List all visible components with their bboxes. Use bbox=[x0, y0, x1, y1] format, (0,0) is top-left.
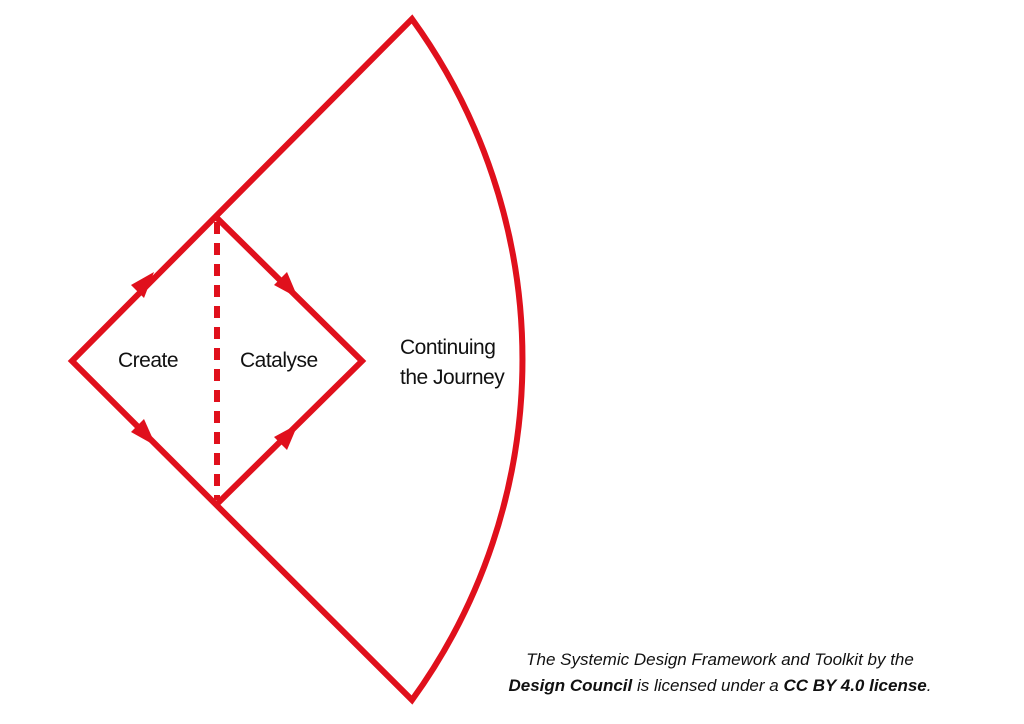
continuing-line-1: Continuing bbox=[400, 336, 496, 359]
caption-end-text: . bbox=[926, 676, 932, 695]
inner-diamond-right bbox=[214, 215, 367, 507]
caption-line-2: Design Council is licensed under a CC BY… bbox=[460, 673, 980, 699]
arrow-create-down-icon bbox=[131, 419, 156, 446]
outer-journey-sector bbox=[67, 14, 526, 705]
caption-org-link[interactable]: Design Council bbox=[508, 676, 633, 695]
caption-license-link[interactable]: CC BY 4.0 license bbox=[783, 676, 927, 695]
arrow-catalyse-up-icon bbox=[274, 424, 298, 450]
continuing-line-2: the Journey bbox=[400, 366, 505, 389]
caption-line-1: The Systemic Design Framework and Toolki… bbox=[526, 650, 914, 669]
stage-label-continuing: Continuing the Journey bbox=[400, 333, 505, 393]
stage-label-create: Create bbox=[118, 349, 179, 372]
arrow-catalyse-down-icon bbox=[274, 272, 298, 298]
caption-middle-text: is licensed under a bbox=[632, 676, 784, 695]
arrow-create-up-icon bbox=[131, 272, 154, 298]
license-caption: The Systemic Design Framework and Toolki… bbox=[460, 647, 980, 699]
stage-label-catalyse: Catalyse bbox=[240, 349, 318, 372]
